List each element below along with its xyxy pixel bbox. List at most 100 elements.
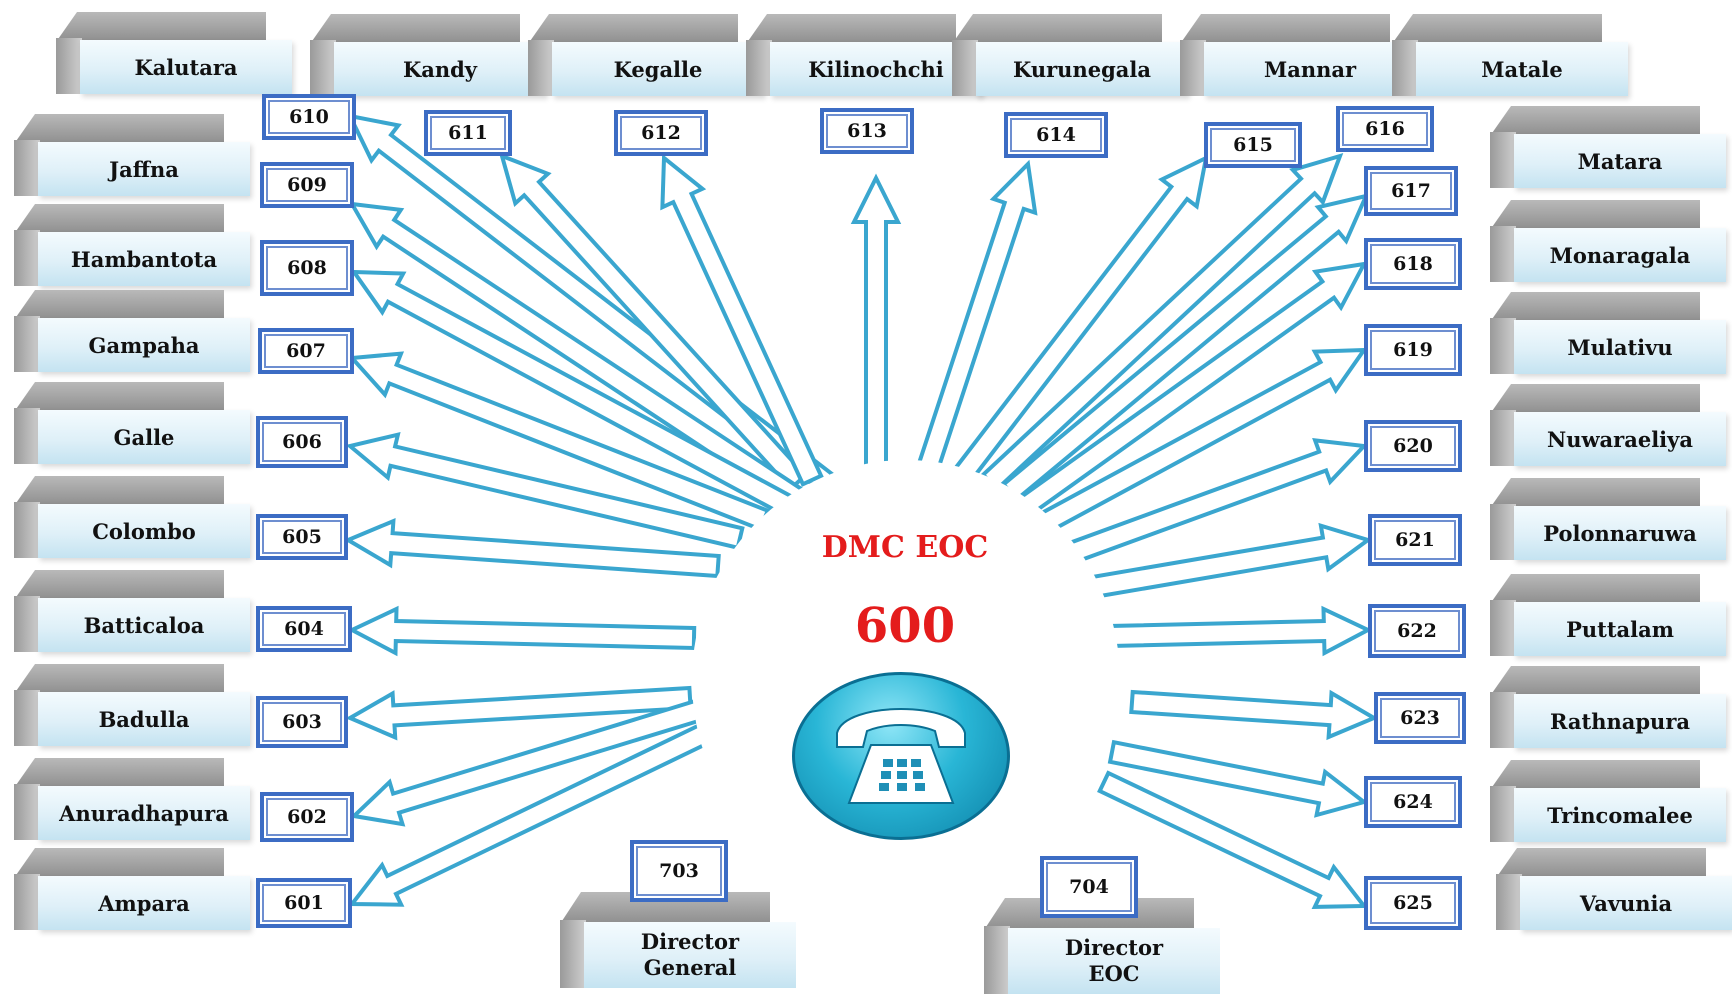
district-hambantota: Hambantota [14, 204, 250, 286]
district-label: Badulla [38, 692, 250, 746]
district-polonnaruwa: Polonnaruwa [1490, 478, 1726, 560]
connector-arrow [1107, 739, 1369, 818]
district-trincomalee: Trincomalee [1490, 760, 1726, 842]
connector-arrow [349, 697, 706, 827]
director-line2: General [643, 955, 737, 980]
extension-box: 614 [1004, 112, 1108, 158]
district-colombo: Colombo [14, 476, 250, 558]
district-ampara: Ampara [14, 848, 250, 930]
district-label: Anuradhapura [38, 786, 250, 840]
district-label: Kurunegala [976, 42, 1188, 96]
extension-box: 621 [1368, 514, 1462, 566]
district-matale: Matale [1392, 14, 1628, 96]
district-label: Mannar [1204, 42, 1416, 96]
district-rathnapura: Rathnapura [1490, 666, 1726, 748]
connector-arrow [1059, 522, 1373, 605]
district-label: Mulativu [1514, 320, 1726, 374]
district-label: Monaragala [1514, 228, 1726, 282]
connector-arrow [1016, 347, 1368, 546]
connector-arrow [1097, 770, 1369, 909]
district-badulla: Badulla [14, 664, 250, 746]
district-galle: Galle [14, 382, 250, 464]
extension-box: 602 [260, 792, 354, 842]
district-vavunia: Vavunia [1496, 848, 1732, 930]
hub-title: DMC EOC [821, 530, 989, 565]
district-matara: Matara [1490, 106, 1726, 188]
extension-box: 703 [630, 840, 728, 902]
extension-box: 613 [820, 108, 914, 154]
district-label: Vavunia [1520, 876, 1732, 930]
district-kurunegala: Kurunegala [952, 14, 1188, 96]
district-label: Ampara [38, 876, 250, 930]
extension-box: 612 [614, 110, 708, 156]
district-label: Gampaha [38, 318, 250, 372]
director-line1: Director [640, 929, 740, 954]
district-jaffna: Jaffna [14, 114, 250, 196]
connector-arrow [350, 269, 800, 520]
telephone-icon [792, 672, 1010, 840]
connector-arrow [1129, 689, 1379, 741]
district-puttalam: Puttalam [1490, 574, 1726, 656]
district-nuwaraeliya: Nuwaraeliya [1490, 384, 1726, 466]
extension-box: 607 [258, 328, 354, 374]
connector-arrow [347, 722, 711, 907]
connector-arrow [498, 152, 809, 492]
extension-box: 618 [1364, 238, 1462, 290]
district-gampaha: Gampaha [14, 290, 250, 372]
extension-box: 616 [1336, 106, 1434, 152]
connector-arrow [951, 154, 1209, 485]
extension-box: 608 [260, 240, 354, 296]
district-label: Kandy [334, 42, 546, 96]
connector-arrow [1000, 193, 1370, 503]
district-label: Kalutara [80, 40, 292, 94]
district-label: Trincomalee [1514, 788, 1726, 842]
district-label: Rathnapura [1514, 694, 1726, 748]
district-label: Polonnaruwa [1514, 506, 1726, 560]
district-batticaloa: Batticaloa [14, 570, 250, 652]
district-label: Hambantota [38, 232, 250, 286]
connector-arrow [1046, 438, 1369, 572]
hub-extension: 600 [854, 598, 956, 654]
extension-box: 611 [424, 110, 512, 156]
connector-arrow [980, 152, 1344, 493]
connector-arrow [347, 605, 697, 657]
district-kilinochchi: Kilinochchi [746, 14, 982, 96]
district-mulativu: Mulativu [1490, 292, 1726, 374]
district-label: Galle [38, 410, 250, 464]
extension-box: 610 [262, 94, 356, 140]
director-line2: EOC [1088, 961, 1140, 986]
connector-arrow [1011, 261, 1368, 521]
district-label: Batticaloa [38, 598, 250, 652]
connector-arrow [343, 518, 721, 579]
extension-box: 704 [1040, 856, 1138, 918]
extension-box: 623 [1374, 692, 1466, 744]
extension-box: 622 [1368, 604, 1466, 658]
district-label: Jaffna [38, 142, 250, 196]
extension-box: 606 [256, 416, 348, 468]
district-label: Colombo [38, 504, 250, 558]
district-mannar: Mannar [1180, 14, 1416, 96]
district-kandy: Kandy [310, 14, 546, 96]
extension-box: 605 [256, 514, 348, 560]
connector-arrow [345, 432, 745, 551]
extension-box: 624 [1364, 776, 1462, 828]
extension-box: 604 [256, 606, 352, 652]
district-label: Kegalle [552, 42, 764, 96]
connector-arrow [850, 173, 902, 474]
extension-box: 625 [1364, 876, 1462, 930]
extension-box: 603 [256, 696, 348, 748]
district-kegalle: Kegalle [528, 14, 764, 96]
district-label: Matara [1514, 134, 1726, 188]
district-monaragala: Monaragala [1490, 200, 1726, 282]
district-kalutara: Kalutara [56, 12, 292, 94]
connector-arrow [913, 159, 1038, 480]
connector-arrow [1107, 605, 1373, 657]
district-anuradhapura: Anuradhapura [14, 758, 250, 840]
district-label: Nuwaraeliya [1514, 412, 1726, 466]
district-label: Kilinochchi [770, 42, 982, 96]
extension-box: 615 [1204, 122, 1302, 168]
extension-box: 620 [1364, 420, 1462, 472]
connector-arrow [347, 351, 771, 532]
